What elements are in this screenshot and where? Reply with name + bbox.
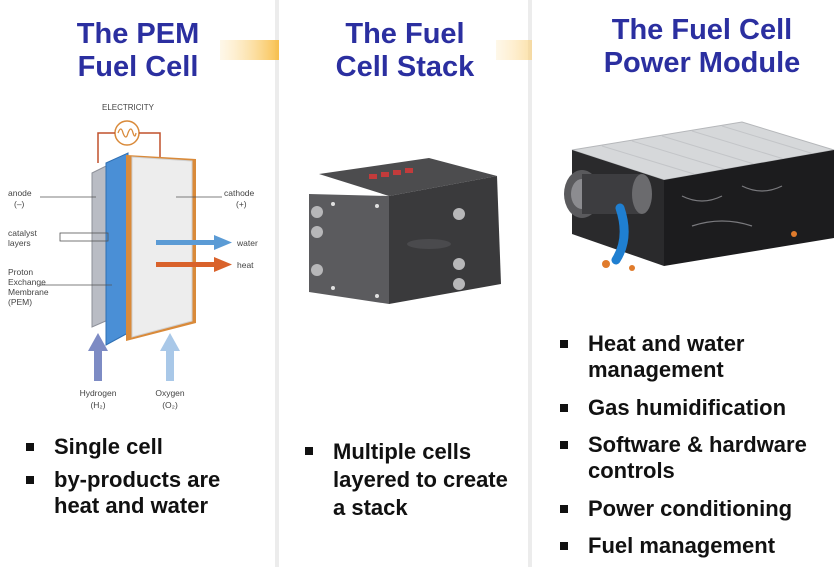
water-arrow-icon — [156, 235, 232, 250]
electricity-label: ELECTRICITY — [102, 103, 155, 112]
bullet-item: Multiple cells layered to create a stack — [303, 438, 518, 522]
title-line: The PEM — [76, 18, 200, 50]
panel-title: The Fuel Cell Stack — [305, 18, 505, 84]
panel-divider — [275, 0, 279, 567]
bullet-item: Fuel management — [558, 533, 840, 559]
catalyst-bracket — [59, 232, 109, 242]
oxygen-label: Oxygen — [155, 388, 185, 398]
hydrogen-arrow-icon — [88, 333, 108, 381]
bullet-item: by-products are heat and water — [24, 467, 264, 519]
pem-label: Proton — [8, 267, 33, 277]
electricity-coil-icon — [114, 120, 140, 146]
panel-title: The Fuel Cell Power Module — [572, 14, 832, 80]
stack-logo — [407, 239, 451, 249]
fuel-cell-stack-image — [309, 158, 501, 304]
water-label: water — [236, 238, 258, 248]
catalyst-label-2: layers — [8, 238, 31, 248]
pem-fuel-cell-panel: The PEM Fuel Cell ELECTRICITY anode (–) … — [0, 0, 275, 567]
pem-label-4: (PEM) — [8, 297, 32, 307]
fuel-cell-power-module-panel: The Fuel Cell Power Module Hea — [532, 0, 840, 567]
oxygen-arrow-icon — [160, 333, 180, 381]
bullet-item: Heat and water management — [558, 331, 840, 383]
anode-sign: (–) — [14, 199, 25, 209]
cathode-sign: (+) — [236, 199, 247, 209]
orange-fittings-icon — [602, 231, 797, 271]
hydrogen-label: Hydrogen — [80, 388, 117, 398]
title-line: Power Module — [603, 47, 801, 79]
bullet-item: Power conditioning — [558, 496, 840, 522]
bullet-list: Multiple cells layered to create a stack — [303, 438, 518, 522]
stack-top — [319, 158, 497, 196]
cathode-label: cathode — [224, 188, 255, 198]
title-line: Cell Stack — [335, 51, 475, 83]
title-line: The Fuel — [345, 18, 465, 50]
anode-label: anode — [8, 188, 32, 198]
hydrogen-formula: (H₂) — [90, 400, 105, 410]
stack-front — [309, 194, 389, 304]
title-line: Fuel Cell — [77, 51, 199, 83]
catalyst-label: catalyst — [8, 228, 37, 238]
cathode-plate — [131, 156, 193, 338]
pem-cell-diagram: ELECTRICITY anode (–) catalyst layers Pr… — [8, 103, 258, 410]
panel-divider — [528, 0, 532, 567]
blue-coolant-pipe — [611, 203, 629, 265]
blower-icon — [564, 170, 652, 218]
wire-left — [97, 132, 115, 163]
bullet-item: Software & hardware controls — [558, 432, 840, 484]
heat-arrow-icon — [156, 257, 232, 272]
bullet-list: Heat and water management Gas humidifica… — [558, 331, 840, 559]
module-side — [664, 150, 834, 266]
stack-side — [389, 176, 501, 304]
wire-right — [139, 132, 161, 163]
stack-fittings-icon — [311, 206, 465, 290]
title-line: The Fuel Cell — [611, 14, 793, 46]
oxygen-formula: (O₂) — [162, 400, 178, 410]
pem-label-3: Membrane — [8, 287, 49, 297]
bullet-item: Gas humidification — [558, 395, 840, 421]
heat-label: heat — [237, 260, 254, 270]
membrane-layer — [105, 152, 129, 346]
power-module-image — [564, 121, 835, 271]
panel-title: The PEM Fuel Cell — [58, 18, 218, 84]
terminal-connectors-icon — [369, 168, 413, 179]
fuel-cell-stack-panel: The Fuel Cell Stack Multiple cells layer… — [279, 0, 528, 567]
bullet-list: Single cell by-products are heat and wat… — [24, 434, 264, 519]
pem-label-2: Exchange — [8, 277, 46, 287]
bullet-item: Single cell — [24, 434, 264, 460]
